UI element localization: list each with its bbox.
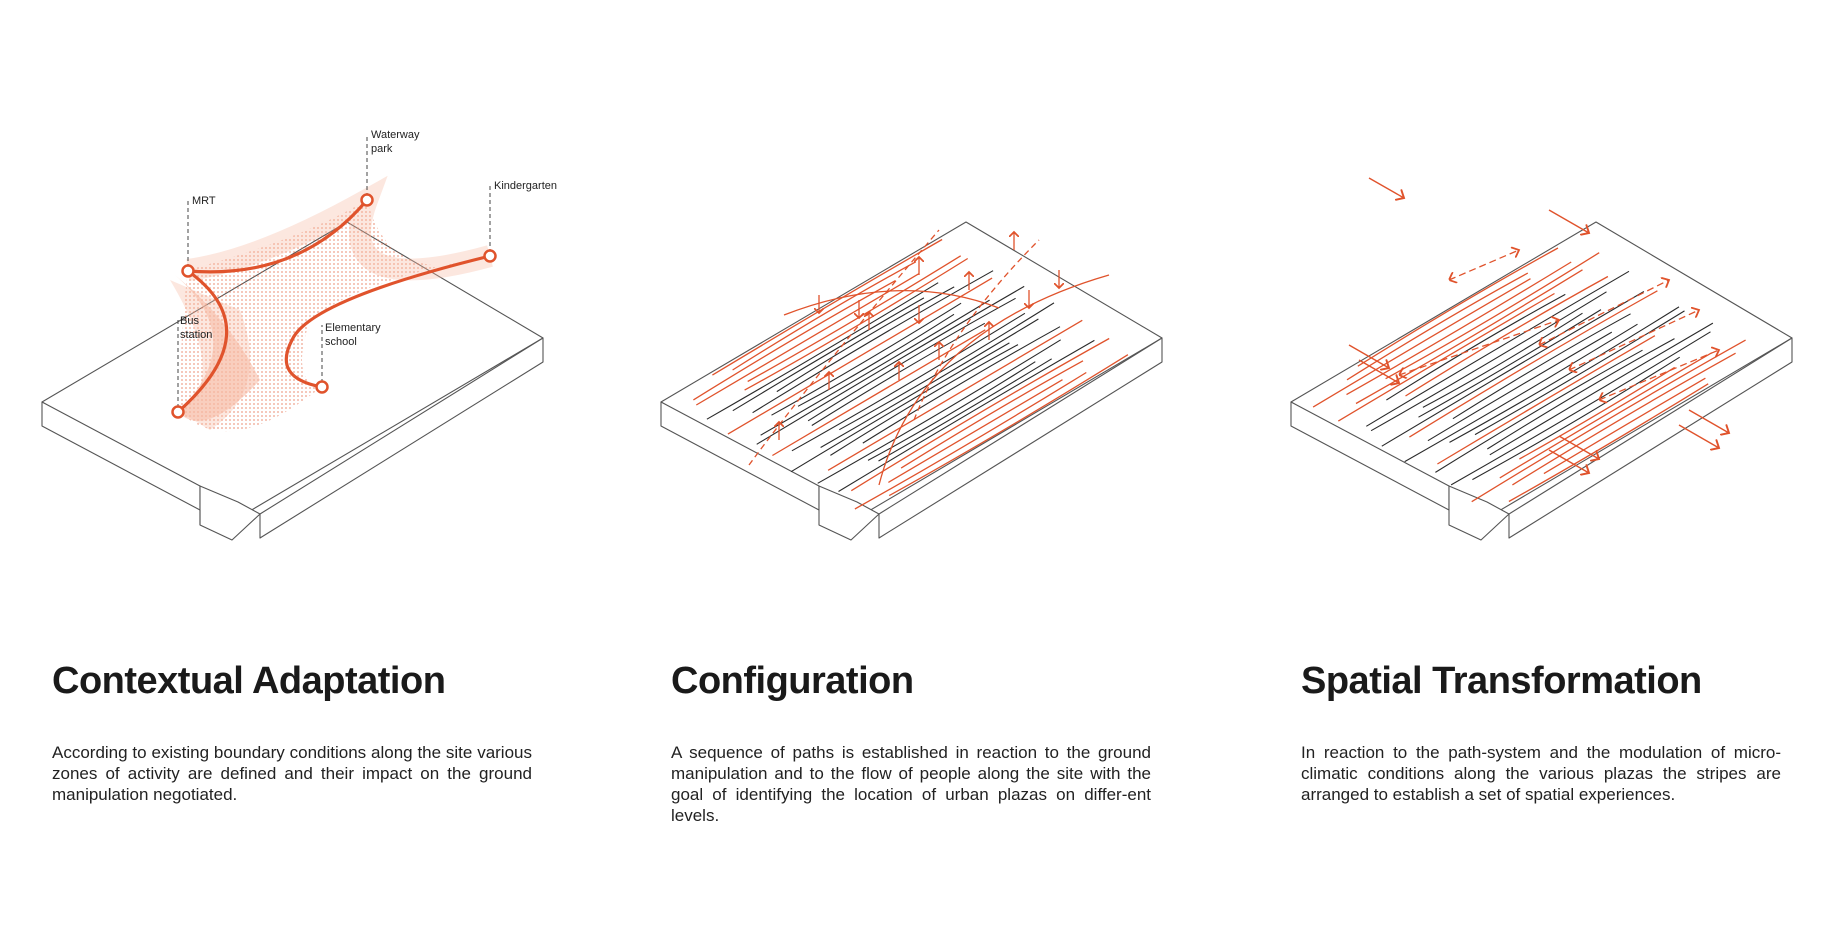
panel-title: Contextual Adaptation (52, 660, 446, 702)
orange-stripe (732, 261, 917, 371)
label-elementary: Elementary (325, 322, 381, 334)
stripe (867, 361, 1036, 461)
panel-title: Spatial Transformation (1301, 660, 1702, 702)
panel-description: According to existing boundary condition… (52, 743, 532, 804)
activity-zones (170, 175, 493, 432)
orange-stripe (888, 354, 1129, 497)
orange-stripe (850, 337, 1110, 492)
stripe (791, 312, 1026, 452)
orange-stripe (693, 280, 896, 401)
orange-stripe (712, 238, 943, 376)
site-block (660, 221, 1163, 541)
label-school: school (325, 336, 357, 348)
stripe (732, 297, 925, 412)
stripe (790, 342, 1010, 473)
label-kindergarten: Kindergarten (494, 180, 557, 192)
stripe (771, 302, 962, 416)
stripe (706, 282, 939, 420)
panel-description: A sequence of paths is established in re… (671, 743, 1151, 825)
panel-description: In reaction to the path-system and the m… (1301, 743, 1781, 804)
panel-configuration: Configuration A sequence of paths is est… (619, 0, 1179, 944)
orange-stripe (1357, 247, 1559, 367)
site-block (1290, 221, 1793, 541)
stripe (838, 339, 1095, 492)
diagram-spatial-transformation (1290, 177, 1793, 541)
stripe (807, 297, 1016, 422)
orange-stripe (900, 360, 1084, 469)
label-mrt: MRT (192, 195, 216, 207)
path-arrows (748, 229, 1110, 486)
mrt-node (181, 264, 195, 278)
panel-contextual-adaptation: Waterway park MRT Kindergarten Bus stati… (0, 0, 560, 944)
orange-stripe (744, 257, 969, 391)
label-station: station (180, 329, 212, 341)
stripe (862, 326, 1061, 444)
flow-arrows (1348, 177, 1729, 473)
bus-station-node (171, 405, 185, 419)
label-bus: Bus (180, 315, 199, 327)
orange-stripe (695, 273, 920, 406)
panel-spatial-transformation: Spatial Transformation In reaction to th… (1249, 0, 1809, 944)
leader-lines (177, 134, 491, 408)
stripe (878, 358, 1052, 462)
stripe (797, 313, 955, 407)
location-labels: Waterway park MRT Kindergarten Bus stati… (180, 129, 557, 348)
stripe (839, 302, 1055, 431)
label-waterway: Waterway (371, 129, 420, 141)
kindergarten-node (483, 249, 497, 263)
panel-title: Configuration (671, 660, 914, 702)
orange-stripe (888, 379, 1063, 483)
stripe-field (693, 238, 1129, 510)
label-park: park (371, 143, 393, 155)
location-nodes (171, 193, 497, 419)
stripe (752, 270, 994, 414)
stripe (830, 344, 1019, 456)
orange-stripe (772, 329, 986, 457)
stripe (811, 322, 986, 426)
stripe (817, 339, 1061, 484)
diagram-configuration (660, 221, 1163, 541)
orange-stripe (827, 319, 1083, 471)
stripe (756, 285, 1025, 445)
stripe (760, 299, 990, 436)
connection-paths (176, 198, 492, 414)
elementary-school-node (315, 380, 329, 394)
waterway-park-node (360, 193, 374, 207)
stripe (776, 286, 955, 393)
orange-stripe (854, 371, 1087, 510)
orange-stripe (747, 255, 962, 383)
diagram-contextual-adaptation: Waterway park MRT Kindergarten Bus stati… (41, 129, 557, 541)
orange-stripe (727, 277, 993, 435)
